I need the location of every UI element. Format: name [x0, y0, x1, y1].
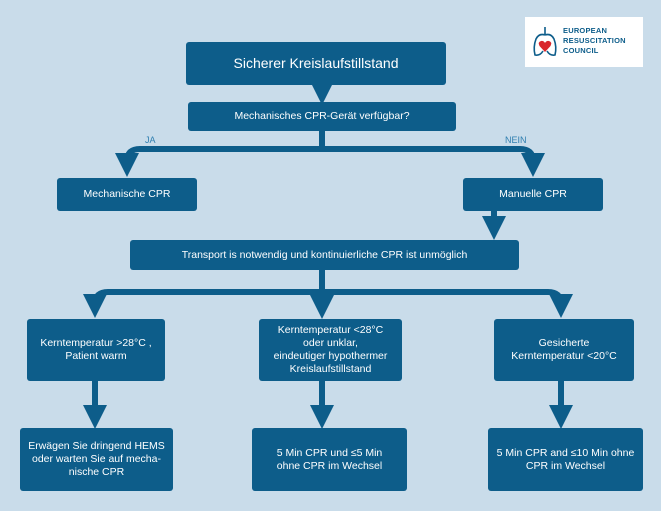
erc-logo: EUROPEAN RESUSCITATION COUNCIL [525, 17, 643, 67]
action-warm-node: Erwägen Sie dringend HEMS oder warten Si… [20, 428, 173, 491]
manual-cpr-node: Manuelle CPR [463, 178, 603, 211]
arrow-to-cond-cold [322, 289, 573, 318]
transport-node: Transport is notwendig und kontinuierlic… [130, 240, 519, 270]
action-unclear-node: 5 Min CPR und ≤5 Min ohne CPR im Wechsel [252, 428, 407, 491]
condition-unclear-node: Kerntemperatur <28°C oder unklar, eindeu… [259, 319, 402, 381]
start-node: Sicherer Kreislaufstillstand [186, 42, 446, 85]
mechanical-cpr-node: Mechanische CPR [57, 178, 197, 211]
action-cold-node: 5 Min CPR and ≤10 Min ohne CPR im Wechse… [488, 428, 643, 491]
no-branch-label: NEIN [505, 135, 527, 145]
logo-line-2: RESUSCITATION [563, 36, 626, 45]
question-node: Mechanisches CPR-Gerät verfügbar? [188, 102, 456, 131]
condition-cold-node: Gesicherte Kerntemperatur <20°C [494, 319, 634, 381]
arrow-to-mechanical [115, 146, 322, 177]
arrow-to-manual [322, 146, 545, 177]
yes-branch-label: JA [145, 135, 156, 145]
condition-warm-node: Kerntemperatur >28°C , Patient warm [27, 319, 165, 381]
logo-line-3: COUNCIL [563, 46, 599, 55]
logo-line-1: EUROPEAN [563, 26, 608, 35]
lungs-heart-icon [533, 27, 557, 56]
arrow-to-cond-warm [83, 289, 322, 318]
